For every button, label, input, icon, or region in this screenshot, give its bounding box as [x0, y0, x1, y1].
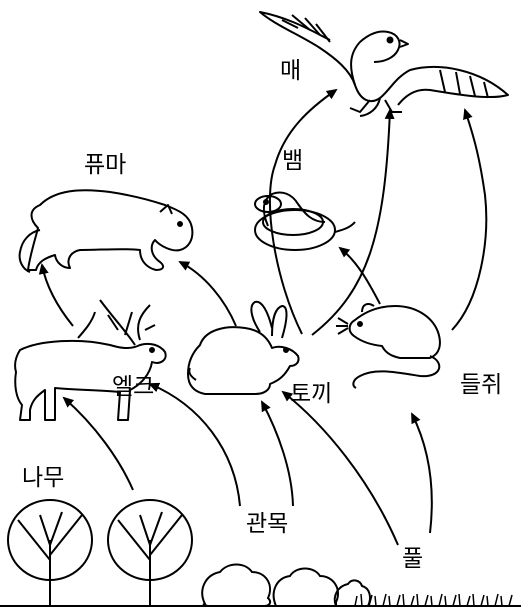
- grass-illustration: [355, 594, 512, 606]
- shrubs-illustration: [202, 565, 370, 607]
- arrow-elk-to-puma: [42, 265, 73, 326]
- label-puma: 퓨마: [84, 154, 126, 177]
- arrow-grass-to-mouse: [412, 414, 432, 533]
- arrow-shrub-to-rabbit: [262, 402, 293, 506]
- arrow-shrub-to-elk: [150, 384, 240, 506]
- label-hawk: 매: [280, 60, 301, 83]
- label-mouse: 들쥐: [460, 374, 502, 397]
- arrow-mouse-to-hawk-2: [452, 110, 486, 330]
- arrow-rabbit-to-puma: [180, 262, 236, 326]
- arrow-tree-to-elk: [64, 398, 133, 490]
- label-tree: 나무: [22, 467, 64, 490]
- label-shrub: 관목: [246, 513, 288, 536]
- arrow-grass-to-rabbit: [283, 392, 398, 545]
- rabbit-illustration: [188, 302, 299, 394]
- label-rabbit: 토끼: [290, 383, 332, 406]
- elk-illustration: [15, 300, 166, 420]
- label-elk: 엘크: [112, 376, 154, 399]
- label-grass: 풀: [402, 548, 423, 571]
- mouse-illustration: [336, 304, 440, 388]
- puma-illustration: [20, 190, 193, 272]
- label-snake: 뱀: [282, 150, 303, 173]
- trees-illustration: [8, 500, 192, 606]
